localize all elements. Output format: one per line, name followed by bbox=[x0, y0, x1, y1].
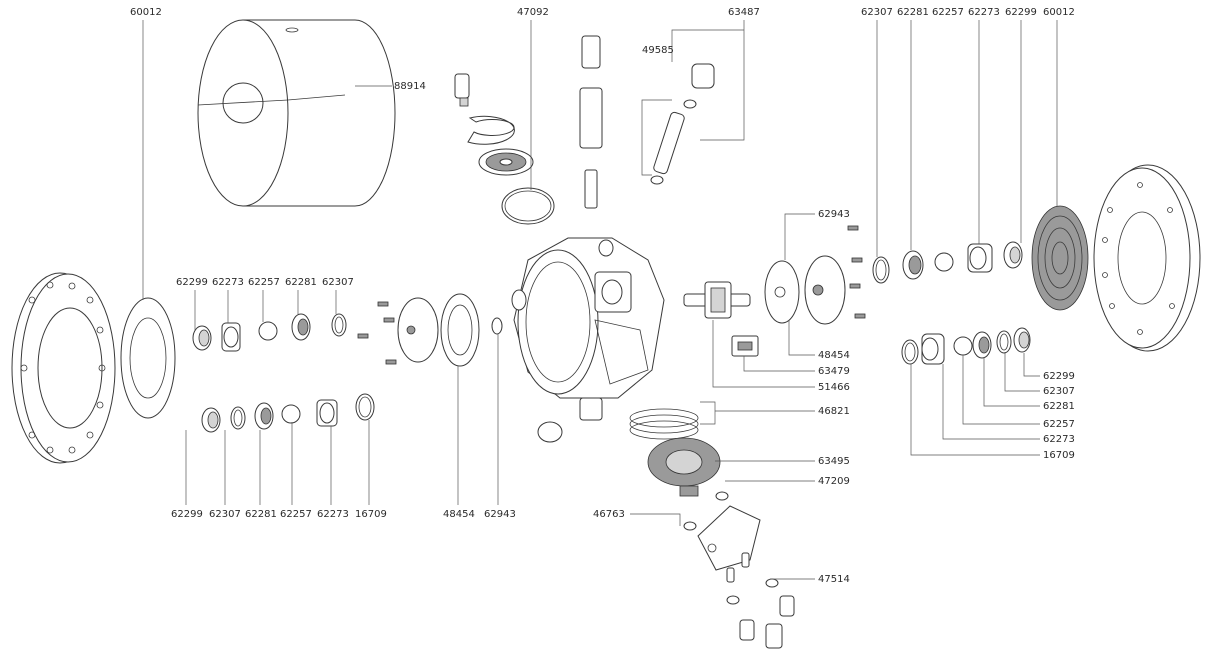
part-label-62281-bottom: 62281 bbox=[245, 509, 277, 520]
shaft-spool-part bbox=[683, 281, 759, 357]
part-label-62307-right: 62307 bbox=[1043, 386, 1075, 397]
left-cover-plate-part bbox=[357, 297, 439, 365]
part-label-51466: 51466 bbox=[818, 382, 850, 393]
part-label-62257-bottom: 62257 bbox=[280, 509, 312, 520]
part-label-62299-top: 62299 bbox=[1005, 7, 1037, 18]
part-label-60012-left: 60012 bbox=[130, 7, 162, 18]
left-lower-seat-set-part bbox=[201, 393, 375, 433]
part-label-62257-mid: 62257 bbox=[248, 277, 280, 288]
part-label-63487: 63487 bbox=[728, 7, 760, 18]
part-label-47514: 47514 bbox=[818, 574, 850, 585]
lower-piston-assembly-part bbox=[629, 408, 795, 649]
part-label-46763: 46763 bbox=[593, 509, 625, 520]
part-label-62281-top: 62281 bbox=[897, 7, 929, 18]
part-label-62307-bottom: 62307 bbox=[209, 509, 241, 520]
right-end-flange-part bbox=[1093, 164, 1201, 352]
part-label-62307-top: 62307 bbox=[861, 7, 893, 18]
right-lower-seat-set-part bbox=[901, 327, 1031, 365]
right-gasket-plate-part bbox=[764, 225, 866, 325]
part-label-62273-bottom: 62273 bbox=[317, 509, 349, 520]
part-label-62257-right: 62257 bbox=[1043, 419, 1075, 430]
part-label-62281-right: 62281 bbox=[1043, 401, 1075, 412]
part-label-62257-top: 62257 bbox=[932, 7, 964, 18]
part-label-16709-right: 16709 bbox=[1043, 450, 1075, 461]
part-label-63495: 63495 bbox=[818, 456, 850, 467]
left-diaphragm-part bbox=[120, 297, 176, 419]
part-label-48454-bottom: 48454 bbox=[443, 509, 475, 520]
part-label-62281-mid: 62281 bbox=[285, 277, 317, 288]
part-label-60012-right: 60012 bbox=[1043, 7, 1075, 18]
leader-lines bbox=[142, 20, 1058, 580]
part-label-47209: 47209 bbox=[818, 476, 850, 487]
part-label-63479: 63479 bbox=[818, 366, 850, 377]
part-label-62943-bottom: 62943 bbox=[484, 509, 516, 520]
right-diaphragm-part bbox=[1031, 205, 1089, 311]
part-label-16709-bottom: 16709 bbox=[355, 509, 387, 520]
left-gasket-part bbox=[440, 293, 503, 367]
part-number-labels: 60012 88914 47092 63487 49585 62307 6228… bbox=[130, 7, 1075, 585]
part-label-49585: 49585 bbox=[642, 45, 674, 56]
part-label-62943-top: 62943 bbox=[818, 209, 850, 220]
part-label-62299-mid: 62299 bbox=[176, 277, 208, 288]
part-label-62273-right: 62273 bbox=[1043, 434, 1075, 445]
pump-body-part bbox=[511, 237, 665, 443]
part-label-46821: 46821 bbox=[818, 406, 850, 417]
part-label-62299-right: 62299 bbox=[1043, 371, 1075, 382]
left-seat-set-part bbox=[192, 313, 347, 352]
part-label-47092: 47092 bbox=[517, 7, 549, 18]
part-label-62273-mid: 62273 bbox=[212, 277, 244, 288]
part-label-48454-right: 48454 bbox=[818, 350, 850, 361]
left-end-flange-part bbox=[11, 272, 116, 464]
cylinder-cover-part bbox=[197, 19, 396, 207]
part-label-62273-top: 62273 bbox=[968, 7, 1000, 18]
top-fitting-parts bbox=[454, 35, 715, 225]
part-label-88914: 88914 bbox=[394, 81, 426, 92]
right-seat-set-part bbox=[872, 241, 1023, 284]
part-label-62307-mid: 62307 bbox=[322, 277, 354, 288]
part-label-62299-bottom: 62299 bbox=[171, 509, 203, 520]
